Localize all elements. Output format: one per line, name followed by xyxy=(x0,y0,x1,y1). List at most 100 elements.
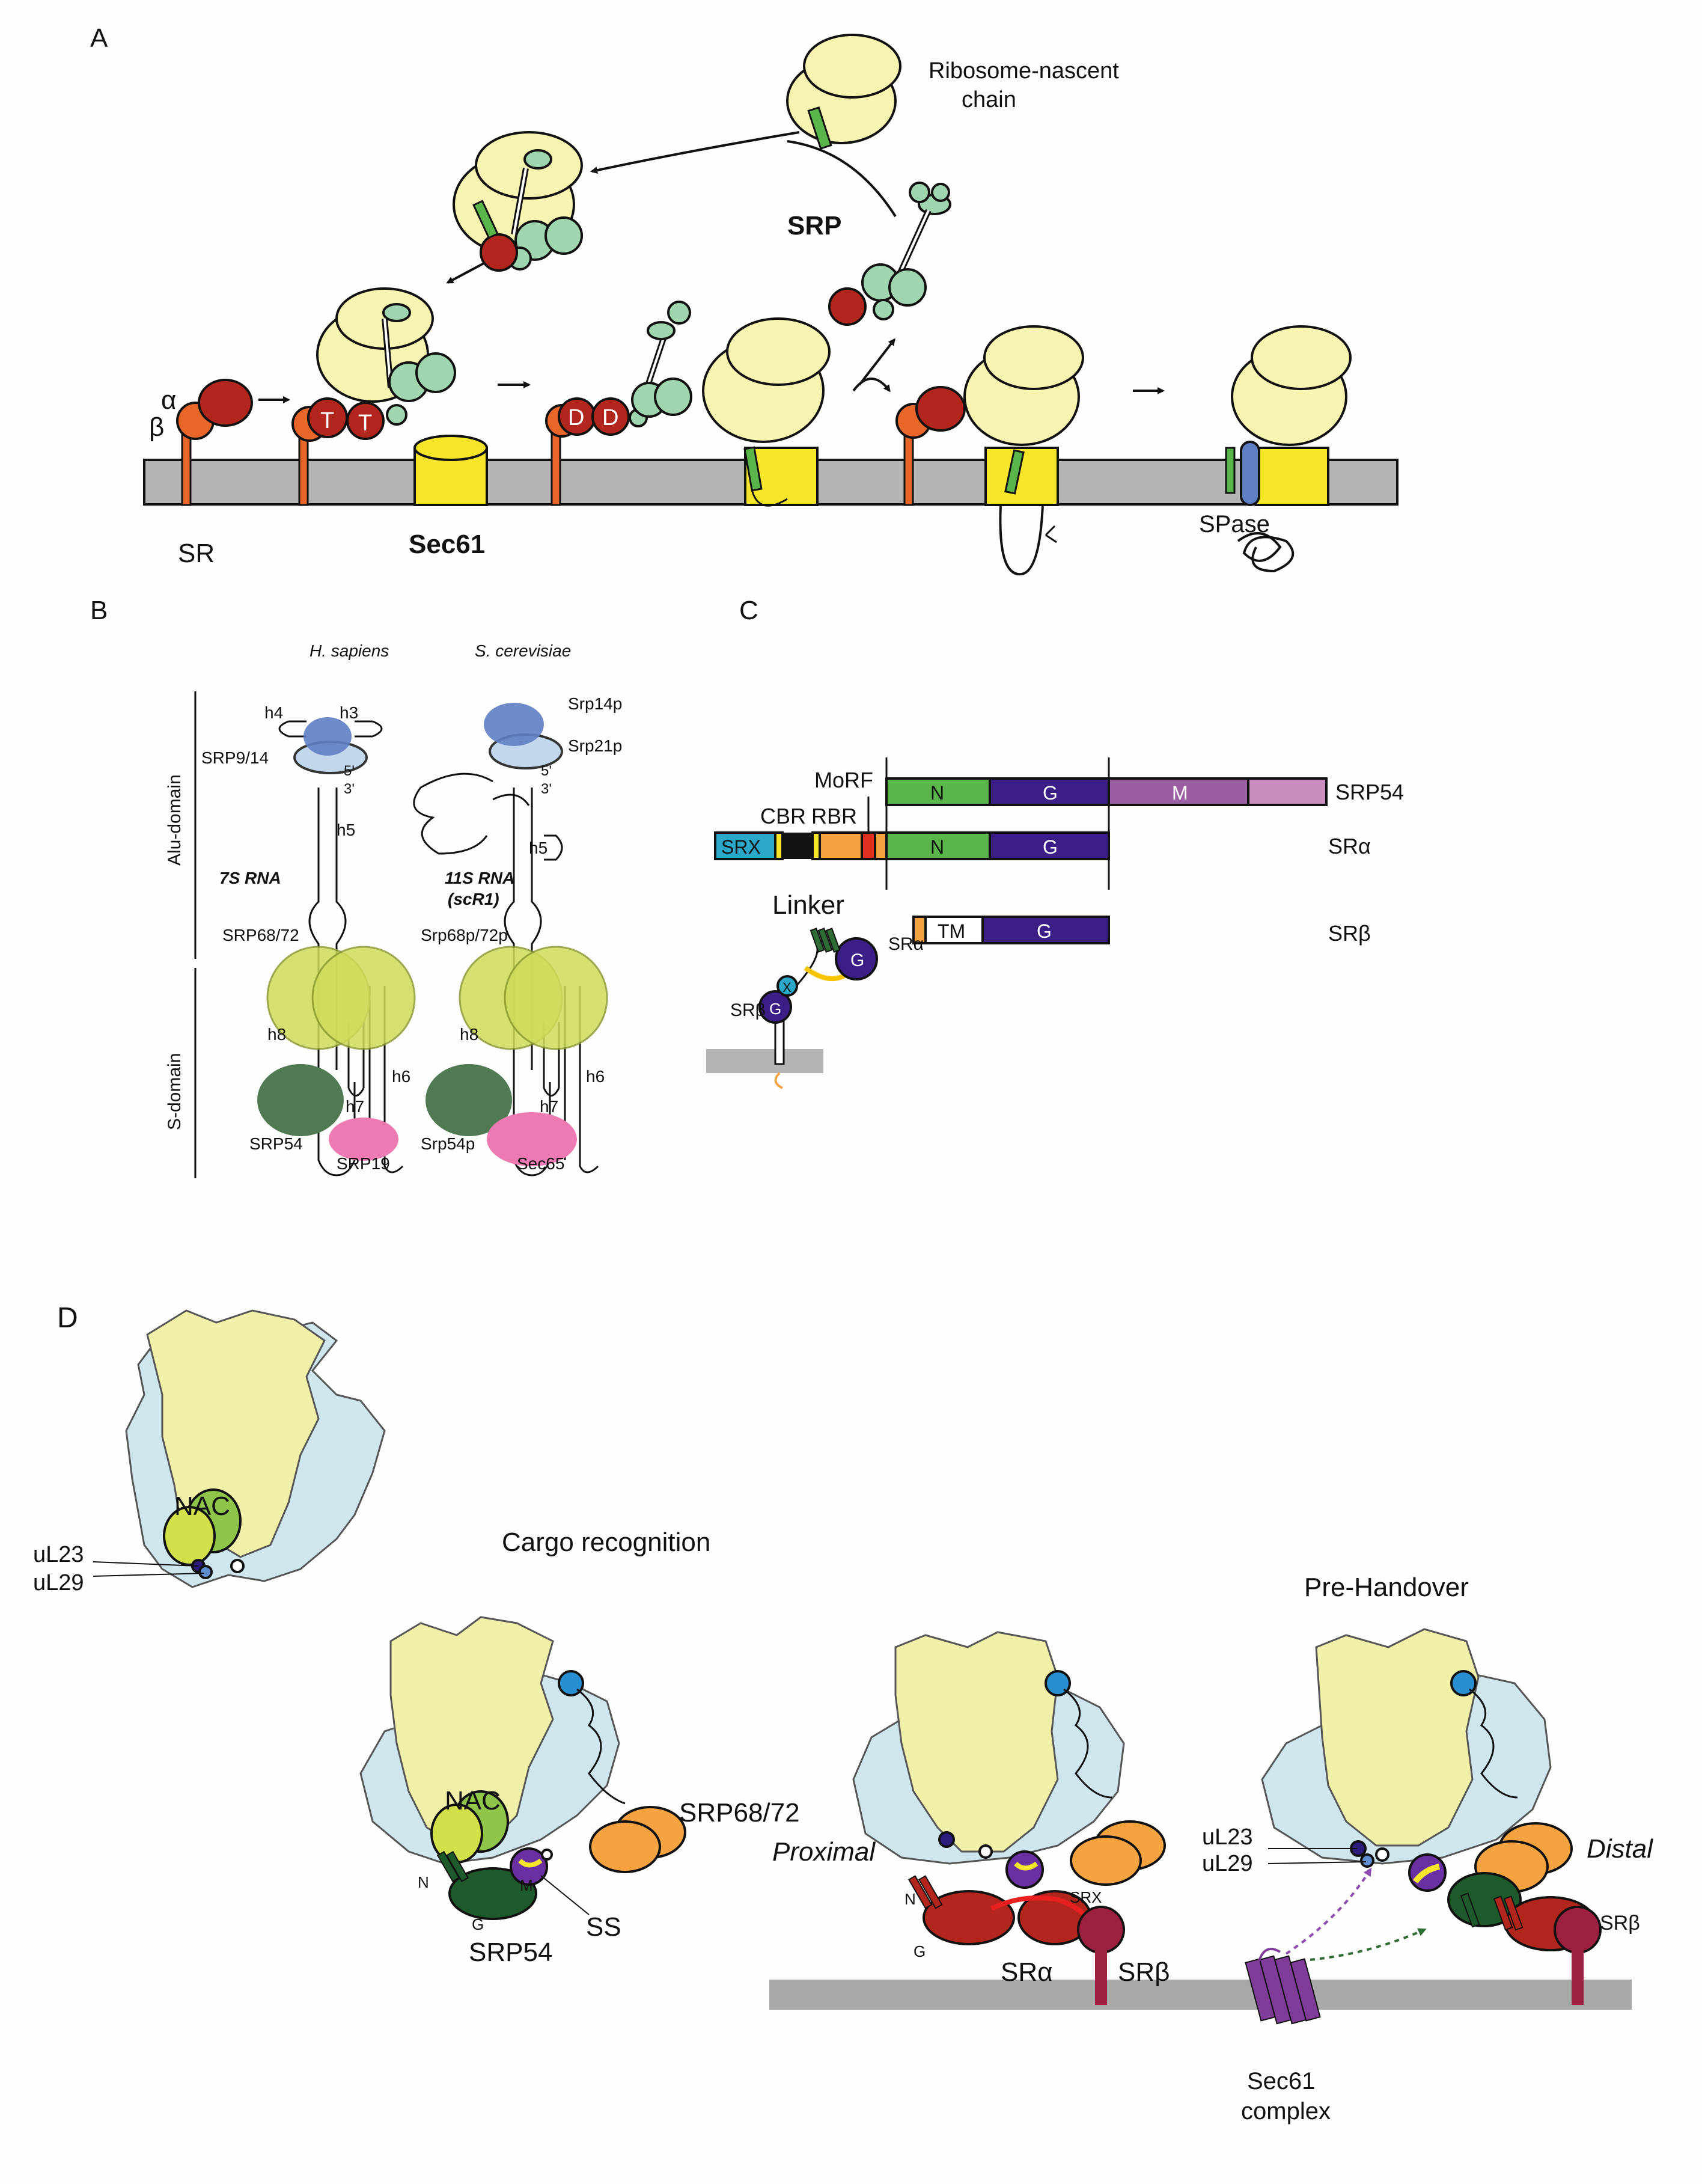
srb-label-dist: SRβ xyxy=(1600,1912,1640,1935)
small-sra-n xyxy=(810,928,841,953)
alu-domain-label: Alu-domain xyxy=(165,774,185,866)
sra-orange-2 xyxy=(874,831,888,860)
srx-label-prox: SRX xyxy=(1070,1888,1102,1906)
sr-receptor-2 xyxy=(895,386,966,506)
h8-human: h8 xyxy=(267,1025,286,1044)
panel-b-label: B xyxy=(90,596,108,625)
sec61-channel xyxy=(413,435,488,506)
arrow-srp-release xyxy=(858,338,895,386)
distal-label: Distal xyxy=(1587,1834,1653,1864)
ribosome-nascent-chain xyxy=(786,34,901,150)
sra-rbr-segment xyxy=(819,831,863,860)
h4: h4 xyxy=(264,703,283,722)
ss-label: SS xyxy=(586,1912,621,1942)
arrow-green-dashed xyxy=(1310,1928,1427,1961)
h3: h3 xyxy=(340,703,358,722)
panel-c-label: C xyxy=(739,596,758,625)
g-label-d: G xyxy=(472,1915,484,1933)
nac-label-2: NAC xyxy=(445,1786,501,1815)
srp-label: SRP xyxy=(787,211,841,240)
srb-row-label: SRβ xyxy=(1328,921,1371,946)
srp19-protein xyxy=(329,1118,398,1161)
ul29-leader-2 xyxy=(1267,1861,1367,1864)
srp9-14-label: SRP9/14 xyxy=(201,748,269,767)
srb-g-label: G xyxy=(1037,920,1052,942)
three-prime-y: 3' xyxy=(541,781,552,797)
n-label-d: N xyxy=(418,1873,429,1891)
arrow-srp-return xyxy=(787,140,897,218)
srp19-label: SRP19 xyxy=(337,1154,390,1173)
srp-bound-ribosome xyxy=(453,131,583,272)
sra-cbr-segment xyxy=(782,833,813,859)
morf-label: MoRF xyxy=(814,768,873,792)
gtp-t-1: T xyxy=(320,408,334,433)
small-sra-g xyxy=(835,937,878,980)
srp68-72-right xyxy=(311,946,416,1050)
cbr-label: CBR xyxy=(760,804,806,828)
g-label-prox: G xyxy=(914,1942,926,1960)
membrane-d xyxy=(769,1980,1632,2010)
rbr-label: RBR xyxy=(811,804,857,828)
small-membrane xyxy=(706,1049,823,1073)
h5-yeast: h5 xyxy=(529,839,548,857)
srp54-m-label: M xyxy=(1172,782,1188,804)
panel-a: A Ribosome-nascent chain xyxy=(90,23,1399,576)
srp54-row-label: SRP54 xyxy=(1335,780,1404,804)
linker-label: Linker xyxy=(772,890,844,920)
sec61-complex xyxy=(1245,1948,1321,2025)
srb-tm-segment xyxy=(924,916,984,944)
h6-human: h6 xyxy=(392,1067,410,1086)
gtp-t-2: T xyxy=(358,411,372,436)
sra-red-segment xyxy=(861,831,876,860)
spase-label: SPase xyxy=(1199,511,1270,537)
srp14p-protein xyxy=(484,703,544,746)
h7-human: h7 xyxy=(346,1097,364,1116)
srp54p-protein xyxy=(426,1064,512,1136)
srp54-n-label: N xyxy=(930,782,944,804)
11s-rna-label: 11S RNA xyxy=(445,869,514,887)
h6-yeast: h6 xyxy=(586,1067,605,1086)
rnc-on-sec61 xyxy=(702,317,831,507)
sr-receptor xyxy=(176,379,253,506)
rnc-spase xyxy=(1225,325,1352,573)
ul23-label-1: uL23 xyxy=(33,1542,84,1567)
gdp-d-1: D xyxy=(568,405,584,430)
small-x-label: X xyxy=(782,980,792,995)
ul29-leader-1 xyxy=(93,1573,205,1577)
m-label-d: M xyxy=(520,1876,533,1894)
srp14p-label: Srp14p xyxy=(568,694,622,713)
sr-srp-gdp-complex xyxy=(545,301,692,506)
srp68p-72p-right xyxy=(504,946,608,1050)
srp54-m-domain xyxy=(1108,777,1249,806)
ul29-label-1: uL29 xyxy=(33,1570,84,1595)
five-prime-y: 5' xyxy=(541,763,552,779)
five-prime-h: 5' xyxy=(344,763,355,779)
srp68-72-label: SRP68/72 xyxy=(222,926,299,944)
rnc-translocating xyxy=(963,325,1084,576)
srp54-label: SRP54 xyxy=(249,1134,303,1153)
panel-c: C N G M SRP54 SRX N G SRα MoRF CBR RBR L… xyxy=(706,596,1404,1089)
srb-g-domain xyxy=(981,916,1110,944)
panel-d-label: D xyxy=(57,1302,78,1334)
s-domain-label: S-domain xyxy=(165,1053,185,1130)
scr1-label: (scR1) xyxy=(448,890,499,908)
ribosome-nascent-chain-label: Ribosome-nascent xyxy=(929,58,1119,84)
srp68p-72p-label: Srp68p/72p xyxy=(421,926,508,944)
ul29-label-2: uL29 xyxy=(1202,1851,1253,1876)
small-srb-g-label: G xyxy=(769,1000,781,1018)
h8-yeast: h8 xyxy=(460,1025,478,1044)
srp68-72-label-d: SRP68/72 xyxy=(679,1798,800,1828)
sec61-complex-label-1: Sec61 xyxy=(1247,2068,1315,2094)
small-srb-label: SRβ xyxy=(730,1000,766,1020)
sr-label: SR xyxy=(178,539,215,568)
small-sra-g-label: G xyxy=(850,950,864,970)
free-srp xyxy=(828,182,951,326)
srb-tm-label: TM xyxy=(938,920,965,942)
sra-yellow-segment xyxy=(774,831,784,860)
ribosome-cargo xyxy=(359,1616,686,1920)
ul23-leader-1 xyxy=(93,1561,199,1567)
sra-row-label: SRα xyxy=(1328,834,1371,858)
sec61-complex-label-2: complex xyxy=(1241,2098,1331,2124)
7s-rna-label: 7S RNA xyxy=(219,869,281,887)
